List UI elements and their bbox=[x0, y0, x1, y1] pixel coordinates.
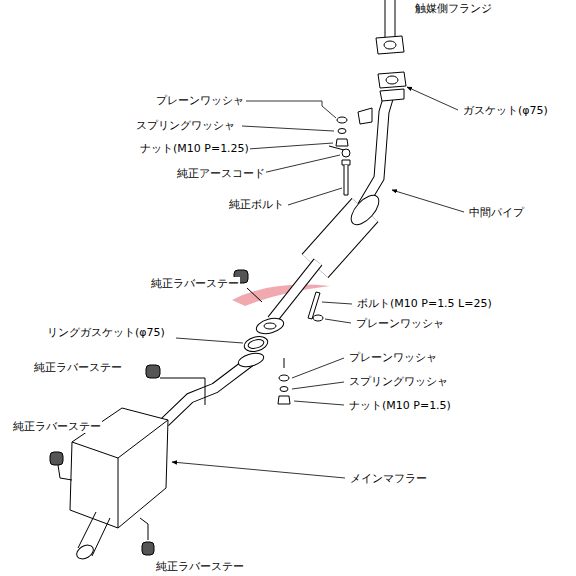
ring-gasket bbox=[247, 338, 265, 350]
gasket bbox=[378, 72, 406, 88]
lower-hardware bbox=[279, 375, 289, 381]
cat-side-flange bbox=[376, 0, 404, 54]
part-label: 中間パイプ bbox=[468, 206, 525, 219]
leader-line bbox=[172, 462, 345, 478]
main-muffler bbox=[58, 465, 72, 480]
lower-hardware bbox=[278, 292, 323, 404]
leader-line bbox=[292, 358, 344, 378]
mid-pipe bbox=[358, 108, 372, 124]
part-label: スプリングワッシャ bbox=[135, 119, 236, 132]
mid-pipe bbox=[346, 191, 383, 230]
leader-line bbox=[288, 188, 342, 205]
upper-hardware bbox=[329, 117, 350, 195]
part-label: 純正ラバーステー bbox=[12, 420, 102, 433]
rubber-stay bbox=[146, 365, 160, 378]
flange-label: 触媒側フランジ bbox=[414, 2, 493, 15]
leader-line bbox=[322, 302, 352, 304]
leader-line bbox=[258, 155, 340, 174]
ring-gasket bbox=[243, 334, 270, 354]
rubber-stay bbox=[142, 542, 154, 555]
part-label: スプリングワッシャ bbox=[348, 375, 449, 388]
mid-pipe bbox=[255, 316, 286, 337]
cat-side-flange bbox=[385, 0, 395, 40]
part-label: ナット(M10 P=1.25) bbox=[139, 142, 250, 155]
part-label: ガスケット(φ75) bbox=[462, 104, 549, 117]
ring-gasket bbox=[243, 334, 270, 354]
main-muffler bbox=[72, 420, 168, 528]
gasket bbox=[386, 76, 398, 84]
main-muffler bbox=[237, 351, 265, 369]
leader-line bbox=[248, 143, 333, 149]
upper-hardware bbox=[329, 146, 344, 150]
main-muffler bbox=[74, 542, 96, 561]
part-label: 純正ボルト bbox=[228, 198, 285, 211]
part-label: プレーンワッシャ bbox=[155, 94, 245, 107]
leader-line bbox=[407, 87, 458, 110]
part-label: ボルト(M10 P=1.5 L=25) bbox=[356, 297, 493, 310]
main-muffler bbox=[247, 288, 262, 302]
lower-hardware bbox=[313, 315, 323, 321]
main-muffler bbox=[165, 360, 252, 422]
lower-hardware bbox=[280, 387, 288, 392]
part-label: 純正ラバーステー bbox=[150, 277, 240, 290]
upper-hardware bbox=[342, 149, 350, 157]
rubber-stay bbox=[50, 452, 63, 465]
leader-line bbox=[176, 338, 243, 343]
part-label: プレーンワッシャ bbox=[355, 317, 445, 330]
leader-line bbox=[392, 190, 464, 212]
cat-side-flange bbox=[384, 41, 396, 49]
lower-hardware bbox=[284, 358, 285, 368]
leader-line bbox=[325, 319, 351, 323]
main-muffler bbox=[140, 518, 148, 540]
mid-pipe bbox=[264, 323, 276, 329]
cat-side-flange bbox=[376, 36, 404, 54]
part-label: ナット(M10 P=1.5) bbox=[348, 399, 452, 412]
leader-line bbox=[292, 382, 344, 389]
upper-hardware bbox=[336, 139, 348, 146]
part-label: 純正ラバーステー bbox=[155, 560, 245, 573]
part-label: リングガスケット(φ75) bbox=[46, 326, 166, 339]
leader-line bbox=[242, 126, 334, 131]
leader-line bbox=[294, 401, 344, 405]
upper-hardware bbox=[342, 160, 350, 165]
main-muffler bbox=[165, 360, 252, 422]
upper-hardware bbox=[337, 117, 347, 123]
upper-hardware bbox=[344, 165, 348, 195]
lower-hardware bbox=[278, 396, 290, 404]
rubber-stay bbox=[50, 270, 248, 555]
leader-line bbox=[246, 101, 336, 118]
part-label: プレーンワッシャ bbox=[348, 351, 438, 364]
gasket bbox=[378, 72, 406, 88]
mid-pipe bbox=[380, 89, 404, 101]
part-label: 純正アースコード bbox=[176, 167, 266, 180]
upper-hardware bbox=[338, 129, 346, 134]
part-label: メインマフラー bbox=[349, 472, 428, 485]
main-muffler bbox=[160, 378, 205, 405]
part-label: 純正ラバーステー bbox=[33, 361, 123, 374]
